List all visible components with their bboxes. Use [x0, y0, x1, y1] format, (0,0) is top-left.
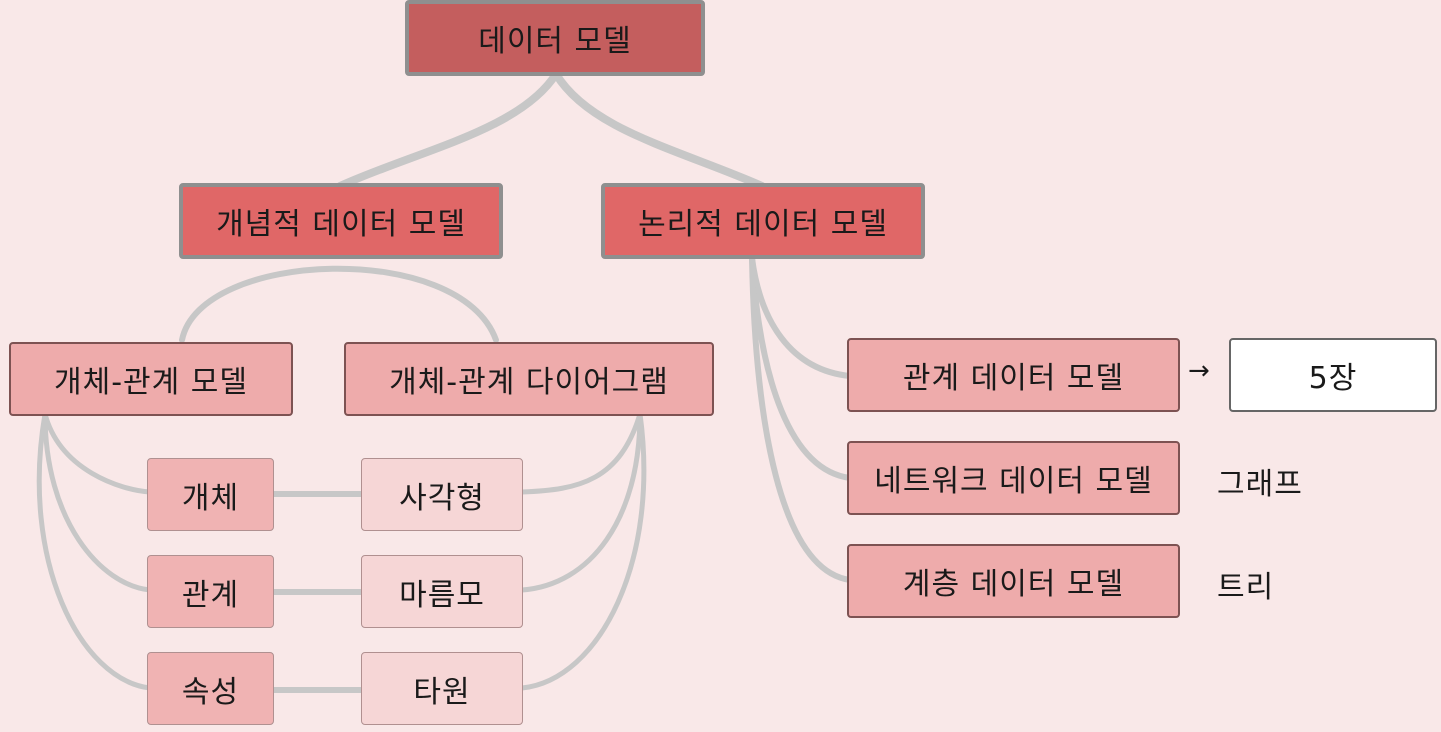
node-root: 데이터 모델: [405, 0, 705, 76]
node-er-model: 개체-관계 모델: [9, 342, 293, 416]
edge-root-logical: [552, 70, 766, 190]
edge-logical-hierarchical: [749, 255, 853, 583]
edge-er-entity: [42, 411, 153, 495]
edge-root-conceptual: [336, 70, 560, 190]
node-rectangle: 사각형: [361, 458, 523, 531]
node-ellipse: 타원: [361, 652, 523, 725]
node-chapter: 5장: [1229, 338, 1437, 412]
node-relation: 관계: [147, 555, 274, 628]
arrow-symbol: →: [1188, 356, 1211, 386]
label-tree: 트리: [1217, 570, 1275, 605]
node-logical: 논리적 데이터 모델: [601, 183, 925, 259]
edge-er-attribute: [36, 411, 153, 691]
label-graph: 그래프: [1217, 467, 1303, 502]
node-attribute: 속성: [147, 652, 274, 725]
node-er-diagram: 개체-관계 다이어그램: [344, 342, 714, 416]
node-entity: 개체: [147, 458, 274, 531]
edge-er-relation: [42, 411, 153, 593]
edge-diagram-rect: [519, 411, 643, 495]
node-diamond: 마름모: [361, 555, 523, 628]
edge-diagram-ellipse: [519, 411, 647, 691]
node-network: 네트워크 데이터 모델: [847, 441, 1180, 515]
node-conceptual: 개념적 데이터 모델: [179, 183, 503, 259]
edge-diagram-diamond: [519, 411, 643, 593]
edge-conceptual-er: [179, 265, 499, 343]
node-hierarchical: 계층 데이터 모델: [847, 544, 1180, 618]
node-relational: 관계 데이터 모델: [847, 338, 1180, 412]
